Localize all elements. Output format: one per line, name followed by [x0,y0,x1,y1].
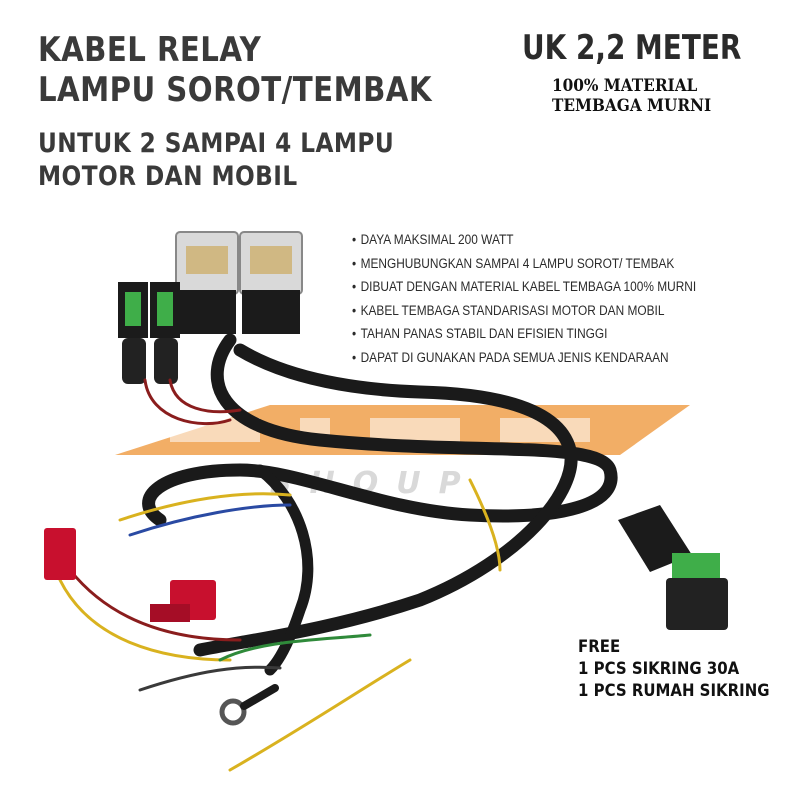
connector-icon [44,528,76,580]
feature-list: DAYA MAKSIMAL 200 WATT MENGHUBUNGKAN SAM… [352,228,743,369]
feature-item: DAPAT DI GUNAKAN PADA SEMUA JENIS KENDAR… [352,346,696,370]
material-line-2: TEMBAGA MURNI [552,96,712,116]
bonus-line-3: 1 PCS RUMAH SIKRING [578,681,770,701]
feature-item: MENGHUBUNGKAN SAMPAI 4 LAMPU SOROT/ TEMB… [352,252,696,276]
connector-icon [150,580,216,622]
relay-icon [239,231,303,334]
cable-harness-icon [58,333,618,772]
material-badge: 100% MATERIAL TEMBAGA MURNI [552,76,711,116]
feature-item: DAYA MAKSIMAL 200 WATT [352,228,696,252]
feature-item: TAHAN PANAS STABIL DAN EFISIEN TINGGI [352,322,696,346]
title-line-2: LAMPU SOROT/TEMBAK [38,70,432,110]
subtitle-line-1: UNTUK 2 SAMPAI 4 LAMPU [38,128,395,159]
fuse-holder-icon [118,282,148,384]
ring-terminal-icon [219,684,279,726]
size-label: UK 2,2 METER [522,28,742,68]
bonus-line-1: FREE [578,637,621,657]
relay-icon [175,231,239,334]
bonus-line-2: 1 PCS SIKRING 30A [578,659,740,679]
feature-item: DIBUAT DENGAN MATERIAL KABEL TEMBAGA 100… [352,275,697,299]
bonus-block: FREE 1 PCS SIKRING 30A 1 PCS RUMAH SIKRI… [578,636,770,702]
title-line-1: KABEL RELAY [38,30,262,70]
feature-item: KABEL TEMBAGA STANDARISASI MOTOR DAN MOB… [352,299,696,323]
subtitle-line-2: MOTOR DAN MOBIL [38,161,298,192]
fuse-icon [618,505,728,630]
material-line-1: 100% MATERIAL [552,76,698,96]
fuse-holder-icon [150,282,180,384]
